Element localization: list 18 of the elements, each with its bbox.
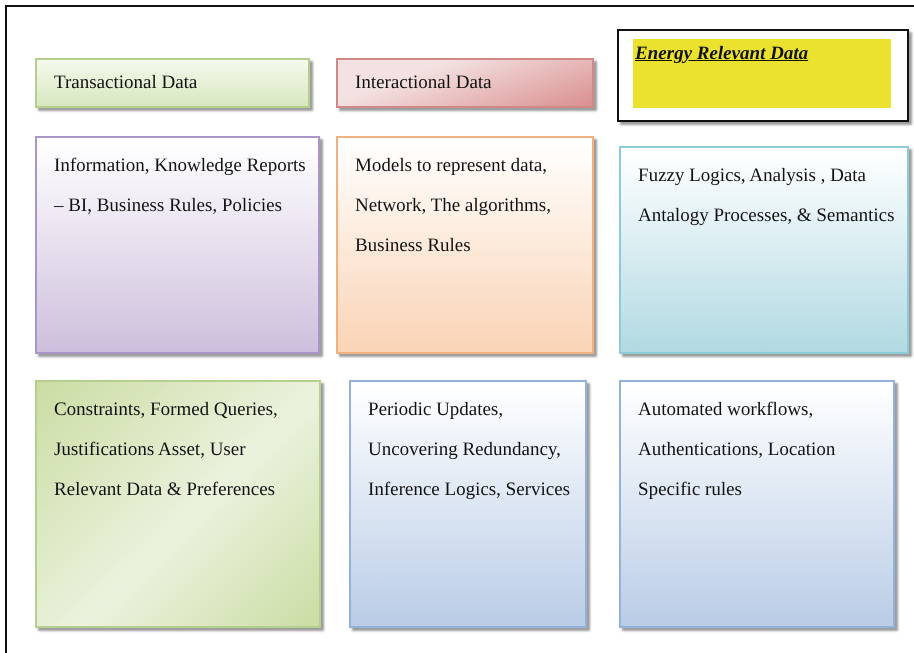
content-box [619, 146, 909, 354]
body-text: Models to represent data, Network, The algorithms, Business Rules [355, 154, 552, 258]
content-box [35, 136, 320, 354]
header-text: Energy Relevant Data [635, 42, 810, 66]
category-header [617, 29, 909, 122]
category-header [336, 58, 594, 108]
body-text: Automated workflows, Authentications, Location Specific rules [638, 398, 836, 502]
body-text: Constraints, Formed Queries, Justifications Asset, User Relevant Data & Preferences [54, 398, 279, 502]
content-box [619, 380, 895, 628]
body-text: Fuzzy Logics, Analysis , Data Antalogy Processes, & Semantics [638, 164, 896, 228]
header-text: Interactional Data [355, 71, 493, 95]
content-box [349, 380, 587, 628]
body-text: Periodic Updates, Uncovering Redundancy, Inference Logics, Services [368, 398, 572, 502]
header-text: Transactional Data [54, 71, 198, 95]
body-text: Information, Knowledge Reports – BI, Business Rules, Policies [54, 154, 307, 218]
category-header [35, 58, 310, 108]
content-box [336, 136, 594, 354]
content-box [35, 380, 321, 628]
